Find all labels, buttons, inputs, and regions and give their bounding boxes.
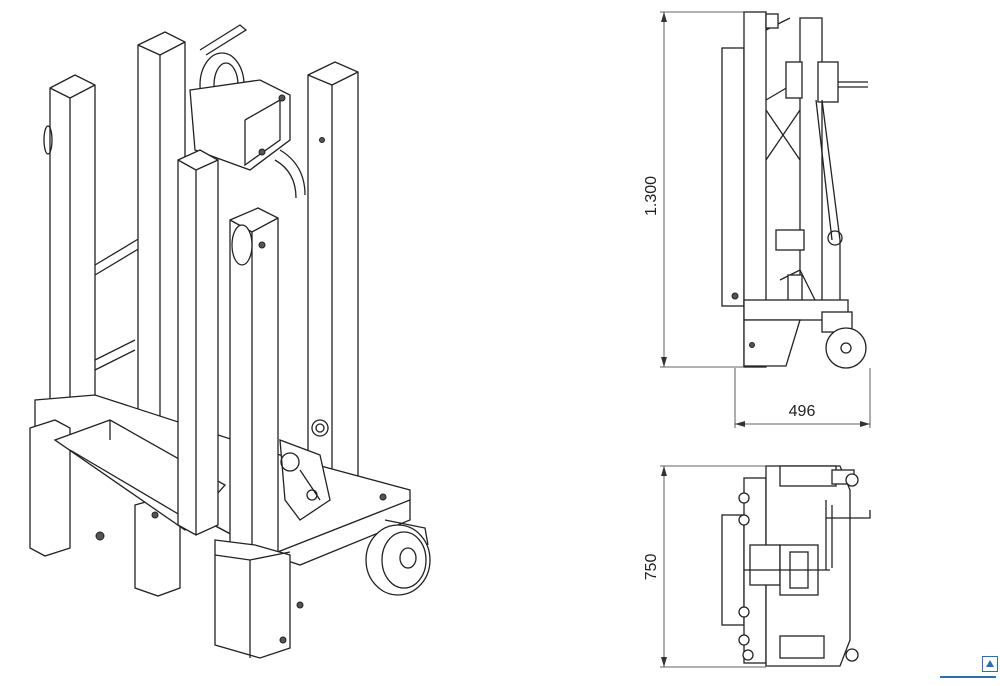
scroll-top-icon (982, 656, 998, 672)
scroll-top-button[interactable] (982, 656, 998, 672)
width-dimension: 750 (643, 554, 660, 581)
height-dimension: 1.300 (643, 176, 660, 216)
isometric-view (29, 24, 431, 659)
nav-underline (940, 676, 996, 678)
depth-dimension: 496 (789, 403, 816, 420)
top-view: 750 (643, 465, 871, 668)
side-view: 1.300 496 (643, 11, 871, 428)
